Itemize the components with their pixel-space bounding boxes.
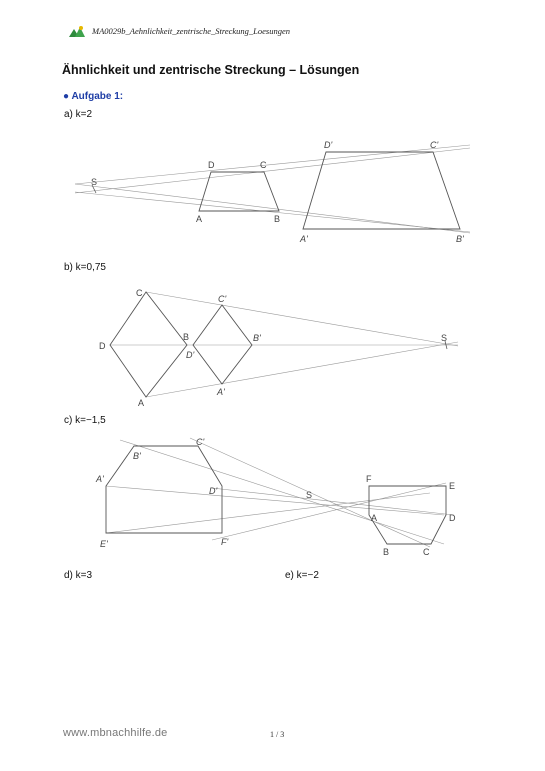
- original-rhombus-abcd: [109, 291, 188, 398]
- label-a-prime-b: A': [216, 387, 225, 397]
- label-b-prime-a: B': [456, 234, 464, 244]
- label-d-a: D: [208, 160, 215, 170]
- image-rhombus-a-prime: [192, 304, 253, 385]
- original-hexagon-abcdef: [368, 485, 447, 545]
- label-a-a: A: [196, 214, 202, 224]
- part-e-label: e) k=−2: [285, 570, 319, 581]
- document-file-title: MA0029b_Aehnlichkeit_zentrische_Streckun…: [92, 26, 290, 36]
- center-mark-b: [444, 340, 448, 350]
- label-a-b: A: [138, 398, 144, 408]
- page-title: Ähnlichkeit und zentrische Streckung – L…: [62, 63, 360, 77]
- label-d-prime-a: D': [324, 140, 332, 150]
- part-d-label: d) k=3: [64, 570, 93, 581]
- image-hexagon-a-prime: [105, 445, 223, 534]
- label-c-a: C: [260, 160, 267, 170]
- label-a-prime-c: A': [95, 474, 104, 484]
- center-mark-a: [91, 184, 97, 194]
- label-s-a: S: [91, 177, 97, 187]
- part-c-label: c) k=−1,5: [64, 415, 106, 426]
- projection-rays-b: [110, 291, 459, 398]
- label-b-prime-c: B': [133, 451, 141, 461]
- part-b-label: b) k=0,75: [64, 262, 106, 273]
- label-d-prime-c: D': [209, 486, 217, 496]
- label-s-b: S: [441, 333, 447, 343]
- label-c-b: C: [136, 288, 143, 298]
- original-trapezoid-abcd: [198, 171, 280, 212]
- label-c-c: C: [423, 547, 430, 557]
- projection-rays-c: [105, 437, 455, 548]
- label-f-prime-c: F': [221, 537, 228, 547]
- label-b-a: B: [274, 214, 280, 224]
- label-b-prime-b: B': [253, 333, 261, 343]
- image-trapezoid-a-prime: [302, 151, 461, 230]
- label-b-b: B: [183, 332, 189, 342]
- label-c-prime-b: C': [218, 294, 226, 304]
- label-c-prime-c: C': [196, 437, 204, 447]
- label-b-c: B: [383, 547, 389, 557]
- label-e-prime-c: E': [100, 539, 108, 549]
- label-f-c: F: [366, 474, 372, 484]
- document-header: MA0029b_Aehnlichkeit_zentrische_Streckun…: [68, 23, 290, 39]
- label-s-c: S: [306, 490, 312, 500]
- label-d-c: D: [449, 513, 456, 523]
- label-d-prime-b: D': [186, 350, 194, 360]
- projection-rays-a: [74, 144, 471, 234]
- label-c-prime-a: C': [430, 140, 438, 150]
- label-d-b: D: [99, 341, 106, 351]
- mbnachhilfe-logo-icon: [69, 25, 85, 37]
- footer-website: www.mbnachhilfe.de: [63, 727, 168, 739]
- label-e-c: E: [449, 481, 455, 491]
- footer-page-number: 1 / 3: [270, 730, 285, 739]
- task-heading: ● Aufgabe 1:: [63, 91, 124, 102]
- label-a-prime-a: A': [299, 234, 308, 244]
- part-a-label: a) k=2: [64, 109, 93, 120]
- label-a-c: A: [371, 513, 377, 523]
